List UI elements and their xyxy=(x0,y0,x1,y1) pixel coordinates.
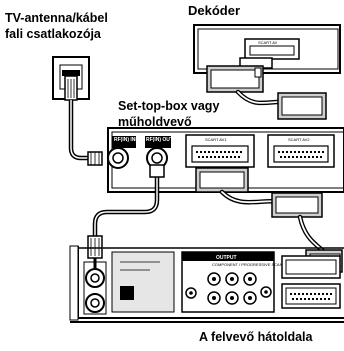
antenna-cable xyxy=(68,100,103,166)
rf-output-text: RF(IN) OUTPUT xyxy=(146,137,183,143)
recorder-output-section: OUTPUT COMPONENT / PROGRESSIVE SCAN xyxy=(181,251,283,313)
set-top-box-label: Set-top-box vagy műholdvevő xyxy=(118,98,219,130)
antenna-label-line1: TV-antenna/kábel xyxy=(5,11,108,25)
antenna-wall-socket xyxy=(52,56,90,101)
recorder-antenna-jacks xyxy=(83,261,107,315)
decoder-label: Dekóder xyxy=(188,3,241,18)
rf-cable-stb-recorder xyxy=(87,164,165,268)
stb-scart2-text: SCART AV2 xyxy=(288,137,310,142)
component-label-text: COMPONENT / PROGRESSIVE SCAN xyxy=(212,262,283,267)
rf-input-text: RF(IN) INPUT xyxy=(114,137,145,143)
output-header-text: OUTPUT xyxy=(216,255,237,261)
stb-scart1-text: SCART AV1 xyxy=(205,137,227,142)
decoder-scart-plug xyxy=(206,57,273,93)
antenna-socket-label: TV-antenna/kábel fali csatlakozója xyxy=(5,10,108,42)
antenna-label-line2: fali csatlakozója xyxy=(5,27,101,41)
stb-label-line2: műholdvevő xyxy=(118,115,192,129)
stb-label-line1: Set-top-box vagy xyxy=(118,99,220,113)
recorder-scart-ports xyxy=(281,255,341,309)
stb-rf-input-port: RF(IN) INPUT xyxy=(107,136,145,169)
decoder-scart-text: SCART AV xyxy=(258,40,278,45)
recorder-back-panel: OUTPUT COMPONENT / PROGRESSIVE SCAN xyxy=(69,245,344,323)
decoder-scart-port: SCART AV xyxy=(244,38,300,60)
scart-cable-decoder-stb xyxy=(235,89,327,120)
stb-scart-av1-port: SCART AV1 xyxy=(185,134,255,168)
recorder-back-label: A felvevő hátoldala xyxy=(199,330,313,344)
stb-scart-av2-port: SCART AV2 xyxy=(267,134,335,168)
stb-rf-output-port: RF(IN) OUTPUT xyxy=(145,136,183,169)
